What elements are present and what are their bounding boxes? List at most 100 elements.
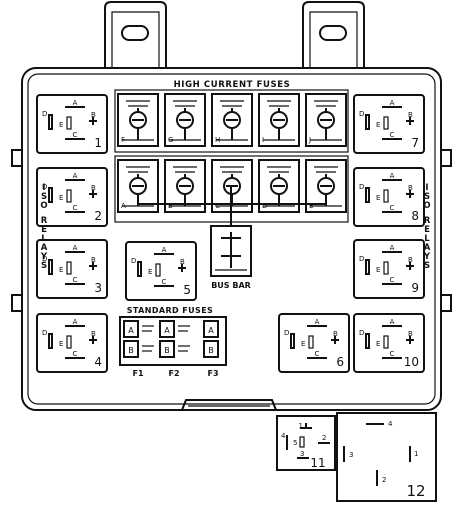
fuse-letter: D [262,202,267,210]
side-notch-right-bottom [440,294,452,312]
high-current-fuse-f-top: F [117,93,159,147]
high-current-fuse-g-top: G [164,93,206,147]
fuse-letter: J [308,136,311,144]
terminal-a-label: A [390,172,395,180]
svg-text:A: A [164,326,170,335]
mini-relay-11-pin-2: 2 [322,434,326,442]
standard-fuse-slot-a-1: A [123,320,154,338]
terminal-c-label: C [73,276,78,284]
standard-fuse-label-f2: F2 [168,369,179,378]
high-current-fuses-title: HIGH CURRENT FUSES [174,80,291,90]
terminal-d-label: D [359,255,364,263]
relay-number: 3 [94,281,102,295]
relay-12-pin-2: 2 [382,476,386,484]
svg-text:A: A [128,326,134,335]
fuse-letter: I [262,136,264,144]
high-current-fuse-h-top: H [211,93,253,147]
terminal-a-label: A [162,246,167,254]
fuse-box-inner-wall [27,73,436,405]
terminal-b-label: B [408,256,413,264]
terminal-d-label: D [42,329,47,337]
terminal-b-label: B [91,111,96,119]
svg-text:B: B [208,346,214,355]
fuse-letter: A [121,202,126,210]
relay-pins [48,106,97,140]
standard-fuse-slot-b-3: B [203,340,219,358]
terminal-b-label: B [91,184,96,192]
terminal-d-label: D [359,329,364,337]
relay-12-number: 12 [406,482,425,500]
high-current-fuse-i-top: I [258,93,300,147]
side-notch-left-bottom [11,294,23,312]
relay-pins [365,179,414,213]
side-notch-left-top [11,149,23,167]
fuse-letter: H [215,136,220,144]
svg-text:A: A [208,326,214,335]
terminal-d-label: D [42,255,47,263]
standard-fuse-label-f1: F1 [132,369,143,378]
mini-relay-11-number: 11 [310,456,325,470]
terminal-e-label: E [376,266,380,274]
terminal-b-label: B [408,330,413,338]
terminal-a-label: A [73,318,78,326]
standard-fuses-title: STANDARD FUSES [127,306,213,315]
relay-number: 8 [411,209,419,223]
terminal-c-label: C [390,204,395,212]
standard-fuse-slot-b-1: B [123,340,154,358]
fuse-letter: B [168,202,173,210]
terminal-d-label: D [284,329,289,337]
relay-pins [48,325,97,359]
terminal-c-label: C [390,350,395,358]
standard-fuse-slot-a-2: A [159,320,190,338]
relay-pins [365,325,414,359]
fuse-letter: E [309,202,313,210]
bus-bar-label: BUS BAR [211,281,251,290]
relay-pins [365,106,414,140]
terminal-b-label: B [408,111,413,119]
terminal-a-label: A [73,172,78,180]
terminal-e-label: E [376,121,380,129]
terminal-e-label: E [376,194,380,202]
terminal-b-label: B [333,330,338,338]
side-notch-right-top [440,149,452,167]
terminal-a-label: A [390,99,395,107]
terminal-a-label: A [73,99,78,107]
standard-fuse-slot-a-3: A [203,320,219,338]
mini-relay-11-pin-1: 1 [299,422,303,430]
fuse-letter: G [168,136,173,144]
terminal-c-label: C [73,204,78,212]
mini-relay-11-pin-5: 5 [293,439,297,447]
terminal-c-label: C [390,276,395,284]
fuse-letter: F [121,136,125,144]
terminal-b-label: B [180,258,185,266]
terminal-e-label: E [59,121,63,129]
terminal-e-label: E [59,194,63,202]
relay-number: 6 [336,355,344,369]
bus-bar: BUS BAR [210,186,252,290]
relay-12-pin-1: 1 [414,450,418,458]
terminal-e-label: E [148,268,152,276]
iso-relay-8: A D E B C 8 [353,167,425,227]
relay-number: 9 [411,281,419,295]
svg-text:B: B [164,346,170,355]
high-current-fuse-block-top [114,89,349,153]
terminal-e-label: E [376,340,380,348]
svg-text:B: B [128,346,134,355]
terminal-b-label: B [408,184,413,192]
terminal-d-label: D [359,183,364,191]
high-current-fuse-j-top: J [305,93,347,147]
relay-number: 1 [94,136,102,150]
terminal-a-label: A [315,318,320,326]
relay-number: 2 [94,209,102,223]
mini-relay-11-pin-3: 3 [300,450,304,458]
terminal-d-label: D [42,110,47,118]
mini-relay-11: 1 2 3 4 5 11 [276,415,336,471]
mounting-tab-right [302,1,365,68]
